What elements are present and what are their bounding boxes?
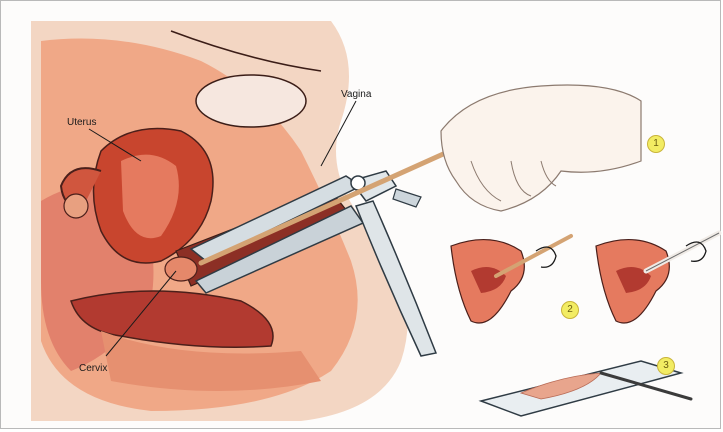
ovary [64,194,88,218]
vagina-label: Vagina [341,89,371,100]
step-2-badge: 2 [561,301,579,319]
uterus-label: Uterus [67,117,96,128]
hand-icon [441,85,641,211]
cervix-label: Cervix [79,363,107,374]
step2-right-panel [596,233,719,323]
step-1-badge: 1 [647,135,665,153]
step2-left-panel [451,236,571,323]
step-3-badge: 3 [657,357,675,375]
cervix [165,257,197,281]
bladder [196,75,306,127]
